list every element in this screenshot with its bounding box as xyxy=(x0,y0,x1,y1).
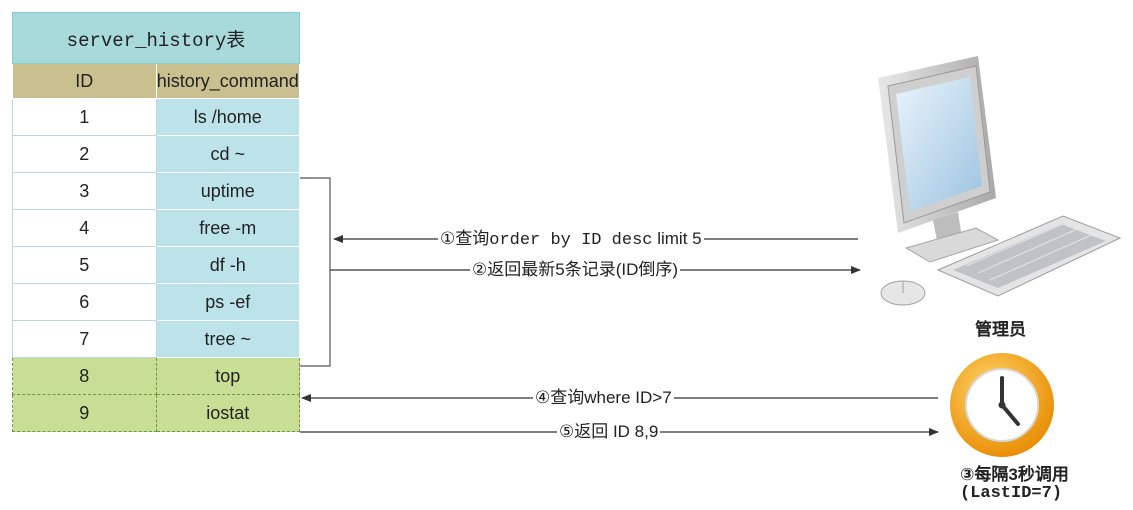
row-command: ps -ef xyxy=(155,283,300,321)
table-row: 6 ps -ef xyxy=(12,283,300,321)
clock-icon xyxy=(950,353,1054,457)
row-id: 4 xyxy=(12,209,157,247)
row-command: top xyxy=(155,357,300,395)
computer-icon xyxy=(878,56,1122,306)
table-row: 7 tree ~ xyxy=(12,320,300,358)
table-row-new: 8 top xyxy=(12,357,300,395)
query-where-label: ④查询where ID>7 xyxy=(533,388,674,408)
column-header-command: history_command xyxy=(155,63,300,99)
row-command: tree ~ xyxy=(155,320,300,358)
return-ids-label: ⑤返回 ID 8,9 xyxy=(557,422,661,442)
query-suffix: limit 5 xyxy=(652,229,702,248)
column-header-id: ID xyxy=(12,63,157,99)
return-label: ②返回最新5条记录(ID倒序) xyxy=(470,260,681,280)
row-id: 1 xyxy=(12,98,157,136)
row-id: 6 xyxy=(12,283,157,321)
query-sql: order by ID desc xyxy=(489,231,653,250)
table-row: 5 df -h xyxy=(12,246,300,284)
row-id: 2 xyxy=(12,135,157,173)
row-command: df -h xyxy=(155,246,300,284)
table-row-new: 9 iostat xyxy=(12,394,300,432)
table-row: 2 cd ~ xyxy=(12,135,300,173)
row-command: iostat xyxy=(155,394,300,432)
row-command: cd ~ xyxy=(155,135,300,173)
timer-sub-label: (LastID=7) xyxy=(960,484,1063,503)
table-title: server_history表 xyxy=(12,12,300,64)
query-prefix: ①查询 xyxy=(440,229,490,248)
row-id: 3 xyxy=(12,172,157,210)
table-row: 1 ls /home xyxy=(12,98,300,136)
row-id: 8 xyxy=(12,357,157,395)
admin-label: 管理员 xyxy=(975,320,1026,339)
query-label: ①查询order by ID desc limit 5 xyxy=(438,229,704,251)
server-history-table: server_history表 ID history_command 1 ls … xyxy=(12,12,300,432)
table-row: 3 uptime xyxy=(12,172,300,210)
row-id: 9 xyxy=(12,394,157,432)
selection-bracket xyxy=(300,177,331,367)
row-command: ls /home xyxy=(155,98,300,136)
row-id: 7 xyxy=(12,320,157,358)
row-id: 5 xyxy=(12,246,157,284)
row-command: free -m xyxy=(155,209,300,247)
row-command: uptime xyxy=(155,172,300,210)
table-row: 4 free -m xyxy=(12,209,300,247)
timer-label: ③每隔3秒调用 xyxy=(960,465,1069,484)
